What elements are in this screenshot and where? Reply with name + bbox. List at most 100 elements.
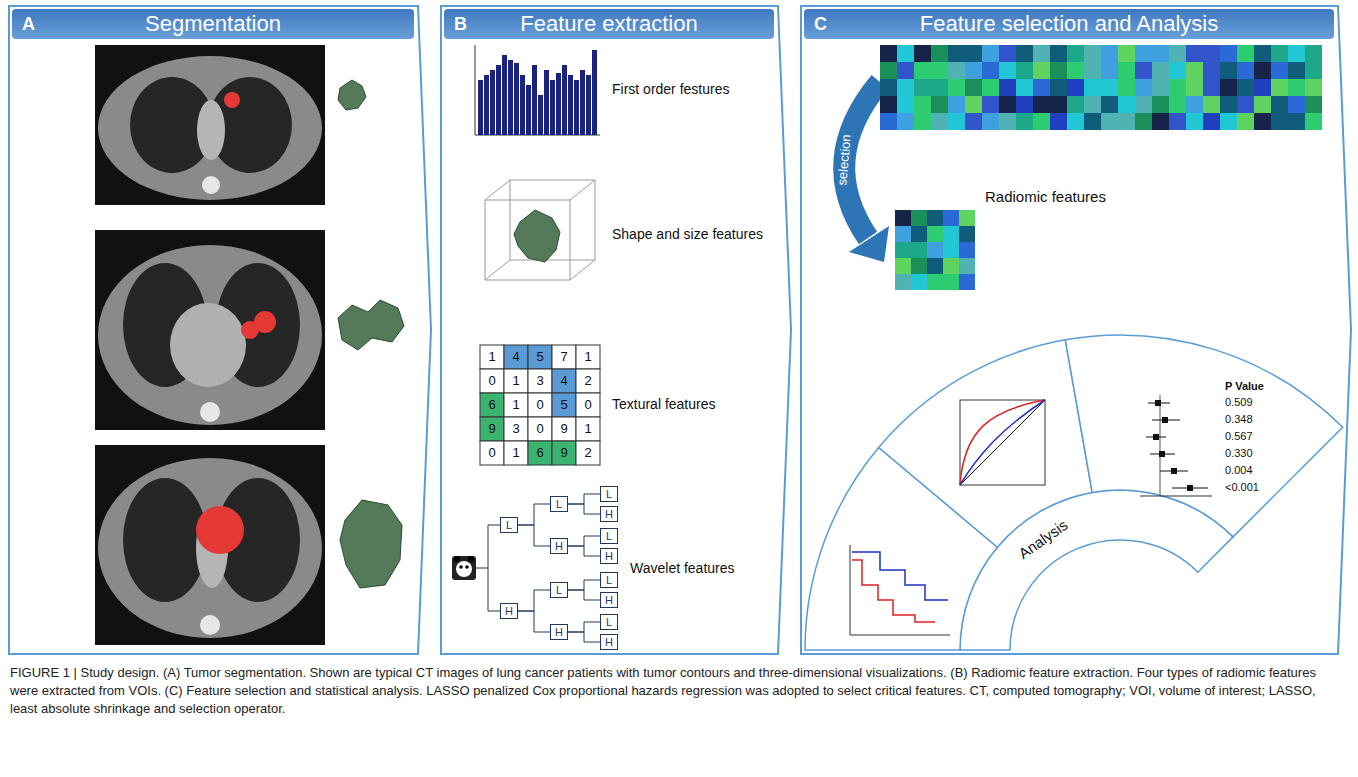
- histogram-bar: [478, 80, 483, 135]
- feature-matrix-cell: [1084, 113, 1101, 130]
- frame-line: [485, 180, 595, 280]
- feature-matrix-cell: [943, 226, 959, 242]
- tree-connector: [568, 580, 600, 590]
- feature-matrix-cell: [927, 242, 943, 258]
- p-value: 0.004: [1225, 464, 1253, 477]
- feature-matrix-cell: [927, 226, 943, 242]
- table-cell: 1: [512, 398, 519, 413]
- p-value: 0.330: [1225, 447, 1253, 460]
- feature-matrix-cell: [959, 274, 975, 290]
- grid-cell: [504, 441, 528, 465]
- feature-matrix-cell: [880, 79, 897, 96]
- feature-matrix-cell: [1135, 62, 1152, 79]
- feature-matrix-cell: [1101, 113, 1118, 130]
- feature-matrix-cell: [1288, 96, 1305, 113]
- feature-matrix-cell: [1033, 96, 1050, 113]
- feature-matrix-cell: [1186, 62, 1203, 79]
- table-cell: 7: [560, 350, 567, 365]
- feature-matrix-cell: [999, 113, 1016, 130]
- feature-matrix-cell: [1067, 113, 1084, 130]
- feature-matrix-cell: [1118, 45, 1135, 62]
- feature-matrix-cell: [959, 226, 975, 242]
- feature-matrix-cell: [999, 79, 1016, 96]
- wavelet-box: L: [600, 528, 618, 544]
- table-cell: 9: [560, 446, 567, 461]
- roc-diagonal: [960, 400, 1045, 485]
- feature-matrix-cell: [1050, 96, 1067, 113]
- tree-connector: [568, 536, 600, 546]
- panel-chevron: [441, 6, 791, 654]
- feature-matrix-cell: [1067, 96, 1084, 113]
- panel-letter: A: [22, 14, 35, 34]
- feature-matrix-cell: [959, 210, 975, 226]
- panel-header: ASegmentation: [12, 9, 414, 39]
- feature-matrix-cell: [1203, 96, 1220, 113]
- wavelet-box: H: [500, 603, 518, 619]
- histogram-bar: [520, 75, 525, 135]
- table-cell: 5: [536, 350, 543, 365]
- wavelet-band: L: [606, 530, 612, 542]
- feature-matrix-cell: [1169, 79, 1186, 96]
- grid-cell: [576, 369, 600, 393]
- panel-outline: [8, 5, 432, 655]
- feature-matrix-cell: [1186, 113, 1203, 130]
- feature-matrix-cell: [999, 96, 1016, 113]
- histogram-bar: [574, 80, 579, 135]
- figure-caption: FIGURE 1 | Study design. (A) Tumor segme…: [10, 664, 1346, 718]
- tree-connector: [518, 504, 550, 525]
- table-cell: 1: [584, 422, 591, 437]
- roc-curve: [960, 400, 1045, 485]
- feature-matrix-cell: [959, 258, 975, 274]
- feature-matrix-cell: [943, 242, 959, 258]
- wavelet-box: L: [600, 572, 618, 588]
- feature-matrix-cell: [999, 62, 1016, 79]
- feature-matrix-cell: [914, 96, 931, 113]
- histogram-bar: [496, 65, 501, 135]
- wavelet-box: L: [600, 614, 618, 630]
- feature-matrix-cell: [982, 113, 999, 130]
- feature-matrix-cell: [1203, 79, 1220, 96]
- feature-matrix-cell: [1050, 62, 1067, 79]
- tumor-contour: [254, 311, 276, 333]
- table-cell: 1: [584, 350, 591, 365]
- feature-matrix-cell: [895, 274, 911, 290]
- feature-matrix-cell: [1152, 113, 1169, 130]
- forest-marker: [1155, 400, 1161, 406]
- histogram-bar: [592, 50, 597, 135]
- feature-matrix-cell: [1237, 79, 1254, 96]
- feature-matrix-cell: [911, 226, 927, 242]
- grid-cell: [552, 345, 576, 369]
- grid-cell: [480, 441, 504, 465]
- ct-body: [98, 56, 322, 200]
- wavelet-box: L: [600, 486, 618, 502]
- tumor-3d: [338, 80, 366, 110]
- feature-matrix-cell: [897, 96, 914, 113]
- ct-background: [95, 445, 325, 645]
- feature-matrix-cell: [1220, 79, 1237, 96]
- feature-matrix-cell: [1254, 96, 1271, 113]
- wavelet-band: L: [606, 574, 612, 586]
- feature-matrix-cell: [1169, 96, 1186, 113]
- feature-matrix-cell: [1237, 62, 1254, 79]
- feature-matrix-cell: [1101, 79, 1118, 96]
- feature-matrix-cell: [895, 226, 911, 242]
- feature-type: Wavelet features: [630, 560, 735, 576]
- feature-matrix-cell: [1271, 62, 1288, 79]
- feature-type: Shape and size features: [612, 226, 763, 242]
- table-cell: 6: [536, 446, 543, 461]
- feature-matrix-cell: [1033, 62, 1050, 79]
- feature-matrix-cell: [1016, 113, 1033, 130]
- tree-connector: [518, 525, 550, 546]
- histogram-bar: [556, 73, 561, 135]
- feature-matrix-cell: [948, 96, 965, 113]
- wavelet-band: L: [556, 584, 562, 596]
- feature-matrix-cell: [1118, 79, 1135, 96]
- forest-ci: [1146, 403, 1208, 488]
- feature-matrix-cell: [911, 210, 927, 226]
- p-value: 0.509: [1225, 396, 1253, 409]
- feature-matrix-cell: [982, 62, 999, 79]
- ct-body: [98, 458, 322, 638]
- wavelet-box: H: [600, 506, 618, 522]
